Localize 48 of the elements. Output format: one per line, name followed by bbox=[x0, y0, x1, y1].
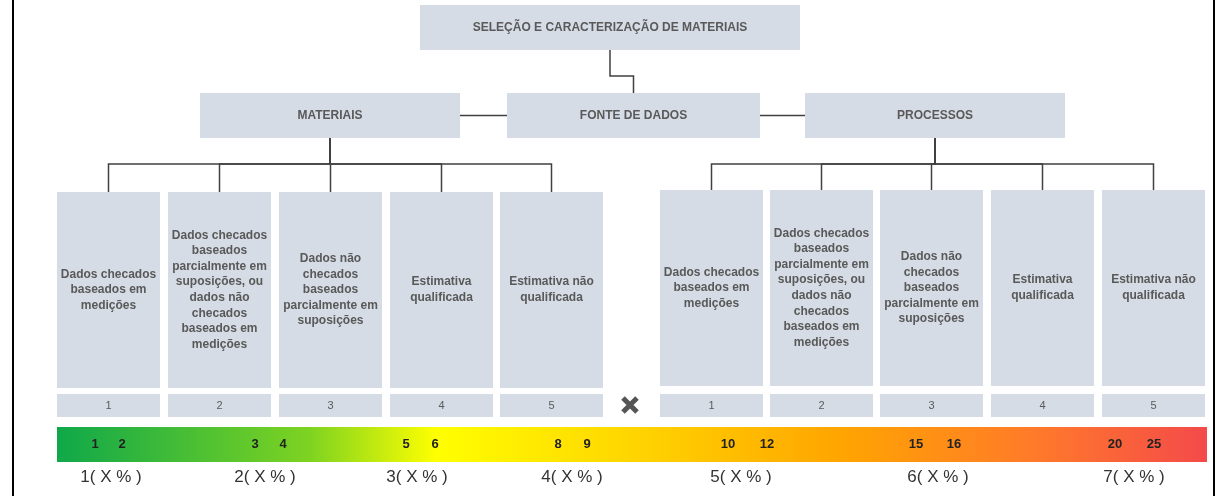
connector-line bbox=[609, 49, 635, 94]
scale-number: 4 bbox=[279, 436, 287, 451]
score-percent-label: 6( X % ) bbox=[907, 467, 969, 487]
scale-number: 1 bbox=[91, 436, 99, 451]
scale-number: 25 bbox=[1146, 436, 1162, 451]
column-box: Dados checados baseados em medições bbox=[660, 190, 763, 386]
score-percent-label: 1( X % ) bbox=[80, 467, 142, 487]
scale-number: 8 bbox=[554, 436, 562, 451]
category-box: MATERIAIS bbox=[200, 93, 460, 138]
category-box: FONTE DE DADOS bbox=[507, 93, 760, 138]
score-box: 1 bbox=[57, 394, 160, 417]
score-box: 5 bbox=[500, 394, 603, 417]
column-box: Dados não checados baseados parcialmente em suposições bbox=[279, 192, 382, 388]
score-percent-label: 7( X % ) bbox=[1103, 467, 1165, 487]
scale-number: 20 bbox=[1107, 436, 1123, 451]
score-percent-label: 3( X % ) bbox=[386, 467, 448, 487]
score-box: 3 bbox=[279, 394, 382, 417]
score-box: 4 bbox=[991, 394, 1094, 417]
scale-number: 6 bbox=[431, 436, 439, 451]
score-percent-label: 5( X % ) bbox=[710, 467, 772, 487]
score-box: 5 bbox=[1102, 394, 1205, 417]
score-percent-label: 2( X % ) bbox=[234, 467, 296, 487]
score-percent-label: 4( X % ) bbox=[541, 467, 603, 487]
column-box: Estimativa não qualificada bbox=[500, 192, 603, 388]
scale-number: 12 bbox=[759, 436, 775, 451]
scale-number: 2 bbox=[118, 436, 126, 451]
scale-number: 5 bbox=[402, 436, 410, 451]
category-box: PROCESSOS bbox=[805, 93, 1065, 138]
scale-number: 3 bbox=[251, 436, 259, 451]
score-box: 2 bbox=[168, 394, 271, 417]
header-box: SELEÇÃO E CARACTERIZAÇÃO DE MATERIAIS bbox=[420, 5, 800, 50]
column-box: Dados checados baseados parcialmente em suposições, ou dados não checados baseados em medições bbox=[168, 192, 271, 388]
scale-number: 10 bbox=[720, 436, 736, 451]
scale-number: 16 bbox=[946, 436, 962, 451]
column-box: Estimativa qualificada bbox=[390, 192, 493, 388]
scale-number: 9 bbox=[583, 436, 591, 451]
column-box: Dados checados baseados parcialmente em suposições, ou dados não checados baseados em medições bbox=[770, 190, 873, 386]
scale-number: 15 bbox=[908, 436, 924, 451]
score-box: 4 bbox=[390, 394, 493, 417]
score-box: 2 bbox=[770, 394, 873, 417]
score-box: 3 bbox=[880, 394, 983, 417]
connector-line bbox=[759, 114, 806, 117]
column-box: Estimativa qualificada bbox=[991, 190, 1094, 386]
column-box: Dados não checados baseados parcialmente em suposições bbox=[880, 190, 983, 386]
column-box: Estimativa não qualificada bbox=[1102, 190, 1205, 386]
connector-line bbox=[459, 114, 508, 117]
column-box: Dados checados baseados em medições bbox=[57, 192, 160, 388]
score-box: 1 bbox=[660, 394, 763, 417]
